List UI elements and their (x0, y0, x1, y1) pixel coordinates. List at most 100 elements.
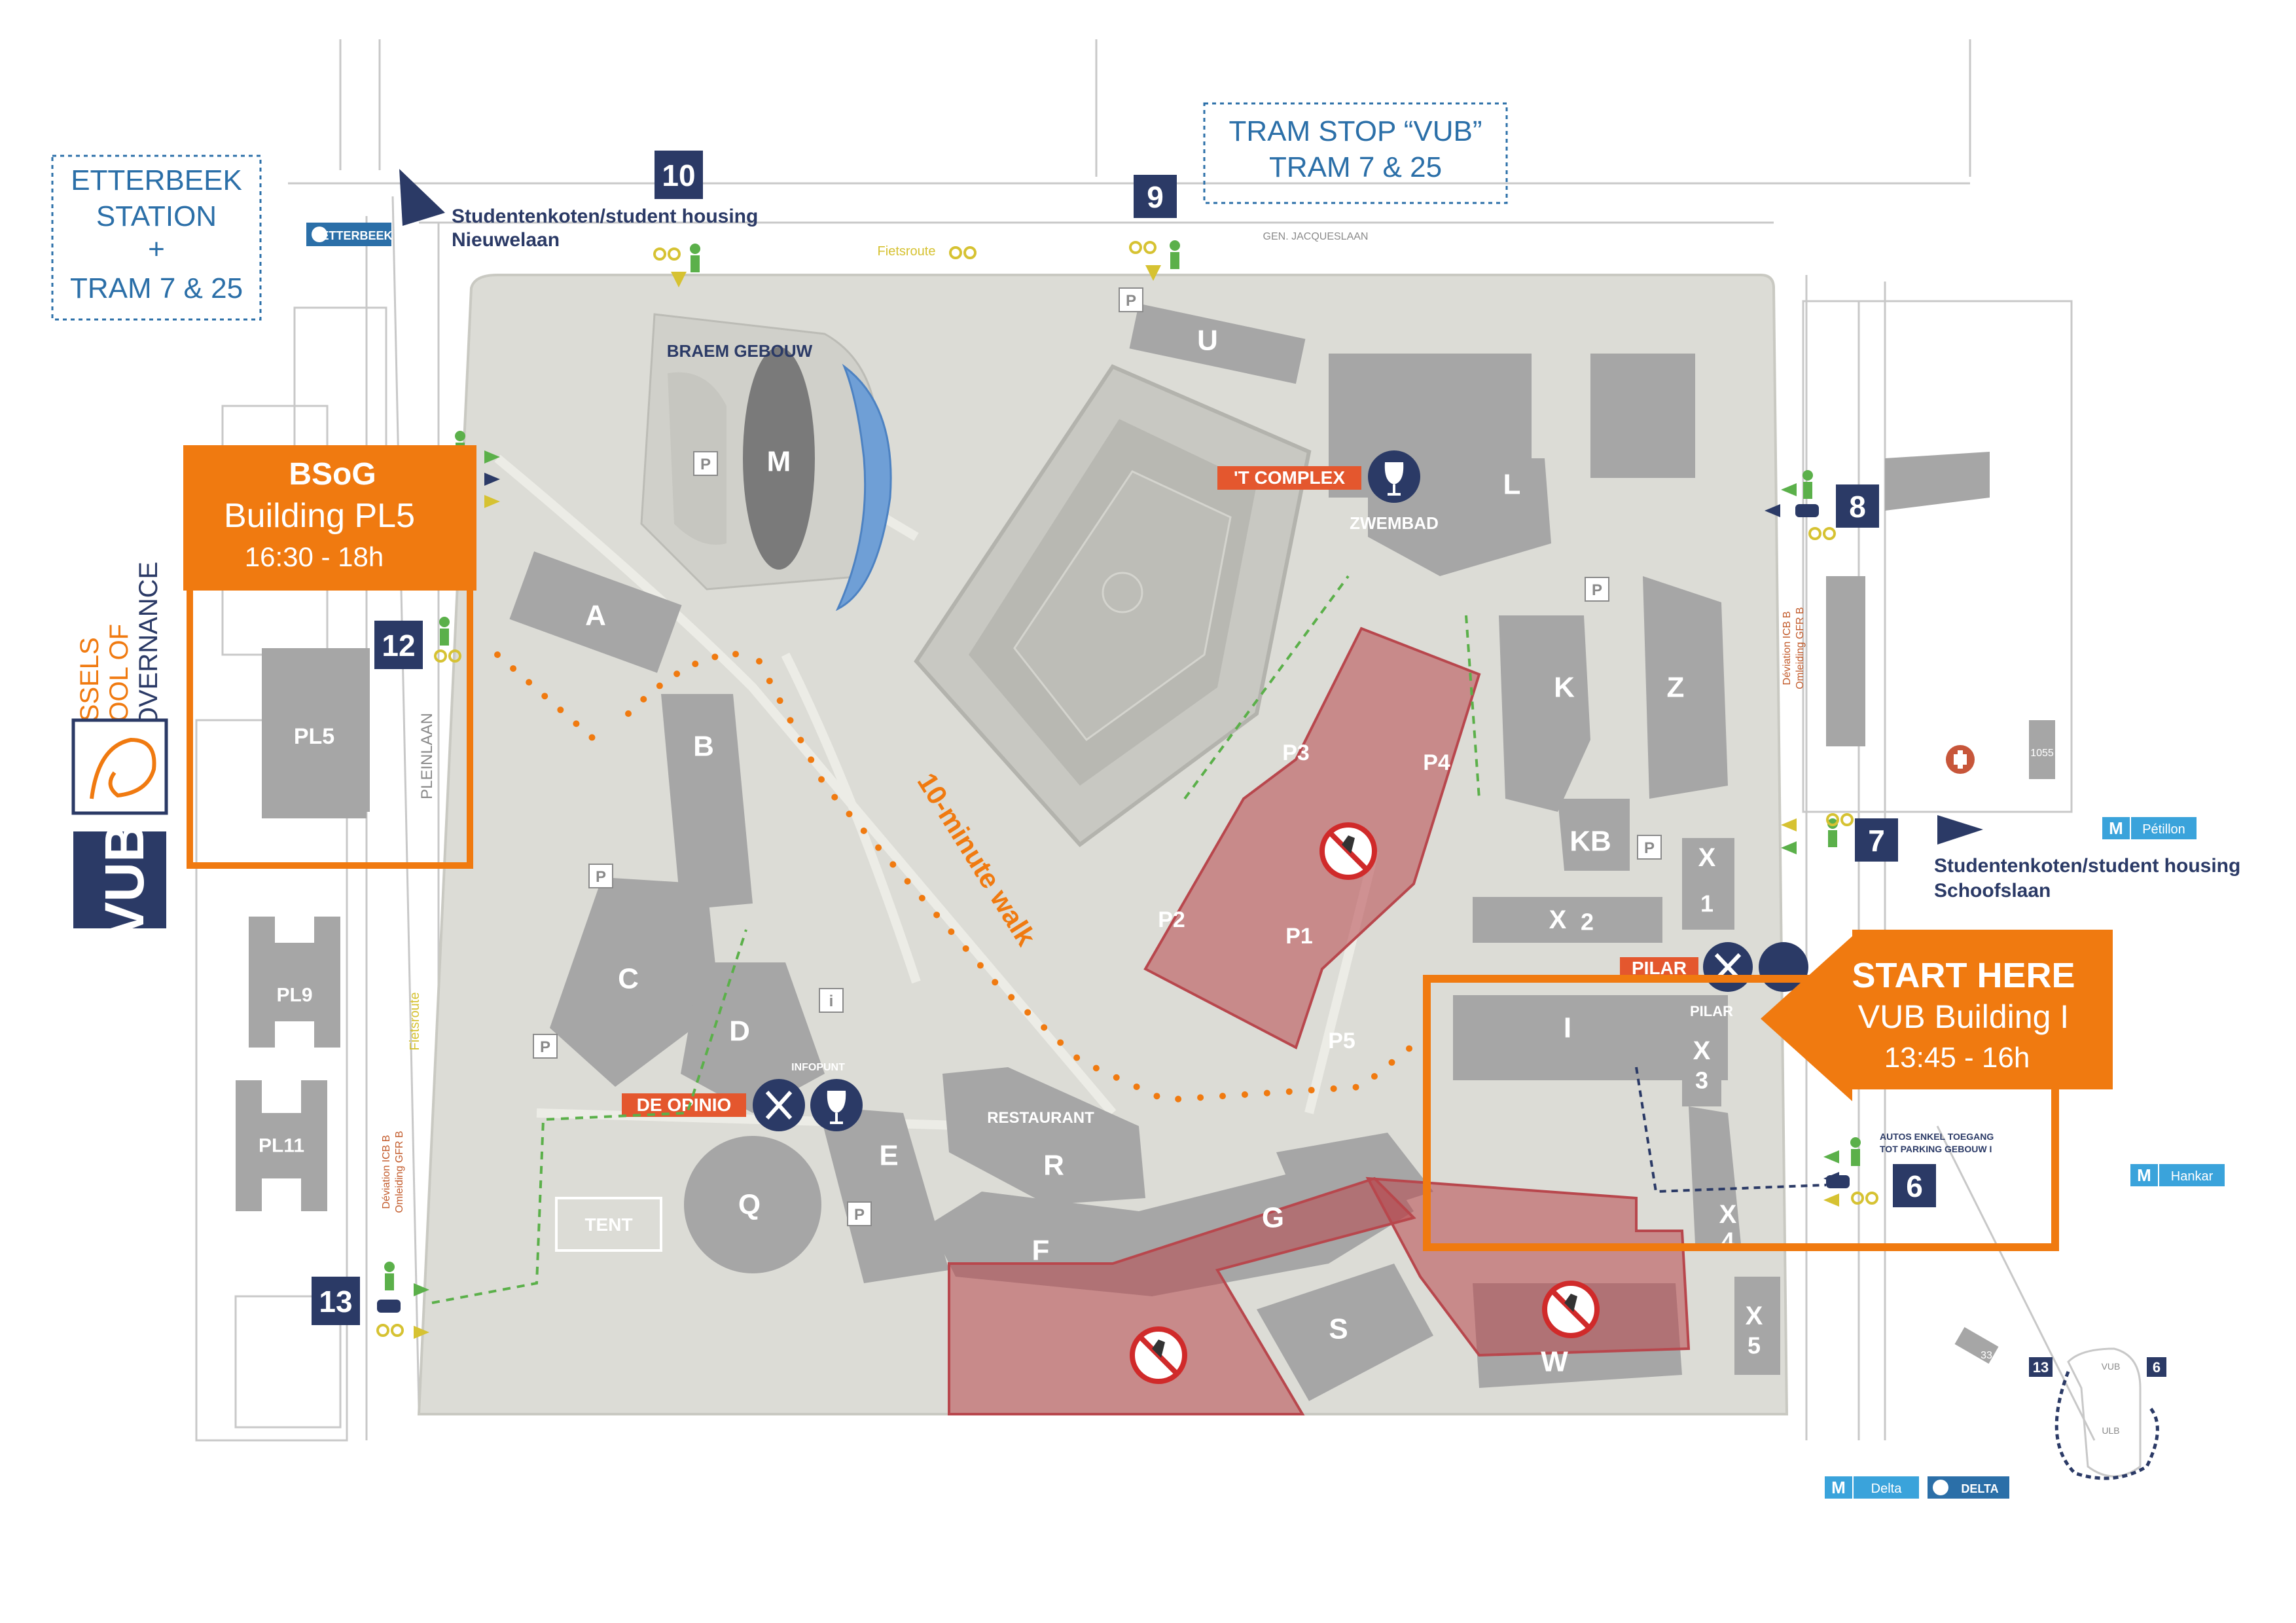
building-P3: P3 (1282, 740, 1310, 765)
addr-8: 8 (1954, 795, 1960, 806)
deviation-label: Déviation ICB B (381, 1135, 392, 1209)
restaurant-label: RESTAURANT (987, 1109, 1094, 1127)
delta-rail-label: DELTA (1961, 1482, 1998, 1495)
building-L: L (1503, 469, 1521, 501)
building-KB: KB (1570, 826, 1611, 858)
inset-vub: VUB (2102, 1361, 2121, 1372)
building-P2: P2 (1158, 907, 1185, 932)
pleinlaan-label: PLEINLAAN (418, 713, 436, 799)
parking-label: P (1126, 292, 1136, 310)
metro-m-icon: M (1831, 1478, 1846, 1497)
fietsroute-label: Fietsroute (408, 993, 422, 1051)
restricted-zones (948, 627, 1691, 1415)
delta-label: Delta (1871, 1482, 1903, 1496)
stadium (914, 364, 1312, 848)
building-C: C (618, 963, 639, 995)
info-label: i (829, 993, 834, 1010)
building-E: E (879, 1140, 898, 1172)
building-Q: Q (738, 1189, 761, 1221)
building-S: S (1329, 1313, 1348, 1345)
green-routes (431, 575, 1480, 1304)
walking-route (494, 651, 1430, 1104)
bsog-box: BSoG Building PL5 16:30 - 18h PL5 (183, 445, 476, 869)
tram-vub-line-1: TRAM STOP “VUB” (1229, 115, 1482, 147)
building-PL9: PL9 (276, 985, 312, 1006)
building-X1-number: 1 (1700, 890, 1713, 917)
petillon-label: Pétillon (2142, 822, 2185, 837)
wine-glass-icon (810, 1079, 863, 1131)
parking-label: P (854, 1206, 865, 1224)
access-pictograms (376, 240, 1878, 1339)
logo-line-3: GOVERNANCE (134, 562, 163, 748)
start-here: START HERE VUB Building I 13:45 - 16h (1423, 930, 2113, 1251)
inset-6: 6 (2153, 1359, 2161, 1376)
vub-logo (73, 831, 166, 928)
building-P1: P1 (1285, 924, 1313, 949)
etterbeek-box: ETTERBEEK STATION + TRAM 7 & 25 (51, 155, 262, 321)
pilar-small-label: PILAR (1690, 1003, 1733, 1019)
deviation-label: Omleiding GFR B (394, 1131, 405, 1213)
start-subtitle: VUB Building I (1858, 998, 2069, 1035)
wine-glass-icon (1368, 450, 1420, 503)
pond (835, 363, 892, 611)
addr-33: 33 (1981, 1350, 1992, 1361)
building-X3-letter: X (1693, 1036, 1711, 1065)
de-opinio-tag: DE OPINIO (622, 1079, 863, 1131)
building-W: W (1541, 1346, 1568, 1378)
building-P4: P4 (1423, 750, 1450, 775)
infopunt-label: INFOPUNT (791, 1062, 845, 1073)
fork-knife-icon (1703, 942, 1753, 992)
building-P5: P5 (1328, 1029, 1355, 1053)
fietsroute-label: Fietsroute (878, 244, 936, 259)
entrance-tags: 10 9 8 7 6 12 13 (312, 151, 1936, 1325)
metro-m-icon: M (2109, 818, 2123, 838)
building-K: K (1554, 672, 1575, 704)
parking-label: P (596, 868, 606, 886)
zwembad-label: ZWEMBAD (1350, 513, 1439, 533)
building-M: M (767, 446, 791, 478)
entrance-10: 10 (662, 158, 695, 192)
building-M-shape (743, 347, 815, 570)
petillon-metro-badge: M Pétillon (2102, 817, 2197, 839)
bike-icon (376, 241, 1878, 1337)
building-X4-letter: X (1719, 1200, 1737, 1229)
building-I: I (1564, 1012, 1571, 1044)
etterbeek-line-2: STATION (96, 200, 217, 232)
building-PL5: PL5 (294, 724, 334, 749)
addr-1055: 1055 (2030, 748, 2054, 759)
building-A: A (585, 600, 606, 632)
de-opinio-label: DE OPINIO (637, 1095, 732, 1115)
housing-north-line-1: Studentenkoten/student housing (452, 206, 758, 227)
housing-east-line-2: Schoofslaan (1934, 880, 2051, 902)
building-D: D (729, 1015, 750, 1048)
building-X5-number: 5 (1748, 1332, 1761, 1359)
no-entry-icon (1130, 1326, 1187, 1384)
delta-badges: M Delta DELTA (1825, 1476, 2009, 1499)
building-X2-number: 2 (1581, 909, 1594, 936)
entrance-12: 12 (382, 629, 415, 663)
start-arrow (1761, 930, 2113, 1101)
inset-13: 13 (2033, 1359, 2049, 1376)
housing-north-line-2: Nieuwelaan (452, 229, 560, 251)
vub-logo-text: VUB (94, 822, 155, 938)
entrance-7: 7 (1868, 824, 1885, 858)
parking-signs: P P P P P P P i (533, 287, 1662, 1226)
addr-12: 12 (1895, 795, 1907, 806)
building-F: F (1032, 1235, 1050, 1267)
pedestrian-icon (384, 240, 1861, 1290)
fork-knife-icon (753, 1079, 805, 1131)
building-labels: A B C D E F G I K KB L M Q R S U W Z X 1… (259, 325, 1763, 1378)
etterbeek-line-3: + (148, 233, 165, 265)
housing-north-arrow (399, 169, 445, 226)
address-labels: 32 12 8 1055 33 (1846, 748, 2054, 1361)
etterbeek-line-4: TRAM 7 & 25 (70, 272, 243, 304)
tent: TENT (555, 1197, 662, 1252)
bsog-logo: BRUSSELS SCHOOL OF GOVERNANCE VUB (71, 562, 168, 939)
bsog-time: 16:30 - 18h (245, 541, 384, 572)
parking-label: P (1644, 839, 1655, 857)
building-X2-letter: X (1549, 905, 1567, 934)
hankar-label: Hankar (2171, 1169, 2214, 1184)
building-U: U (1197, 325, 1218, 357)
bsog-title: BSoG (289, 457, 376, 492)
